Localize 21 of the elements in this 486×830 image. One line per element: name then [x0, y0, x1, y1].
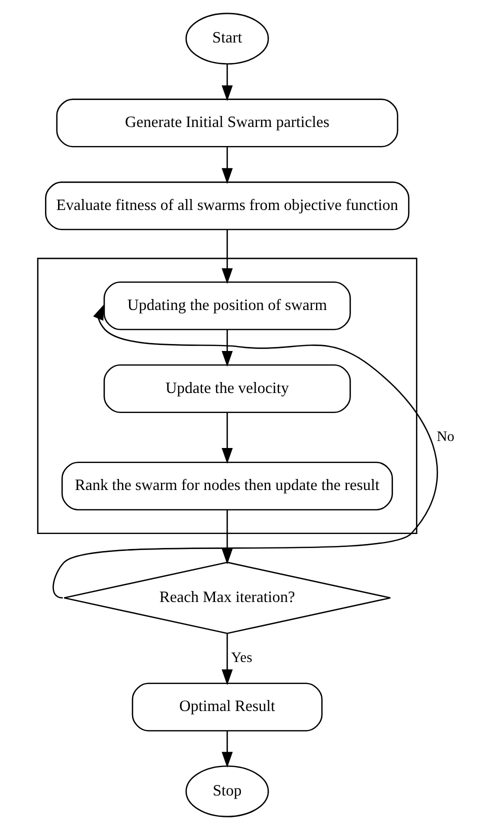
arrow	[222, 633, 233, 686]
node-box: Rank the swarm for nodes then update the result	[61, 462, 393, 510]
node-ellipse: Stop	[185, 765, 269, 818]
arrow	[222, 731, 233, 768]
node-diamond: Reach Max iteration?	[63, 562, 391, 634]
cluster	[37, 258, 418, 534]
arrow	[222, 64, 233, 102]
edge-label: No	[436, 429, 454, 446]
arrow	[222, 147, 233, 184]
node-box: Updating the position of swarm	[104, 281, 351, 330]
arrow	[222, 330, 233, 367]
node-box: Generate Initial Swarm particles	[56, 98, 398, 148]
arrow	[52, 304, 438, 598]
node-box: Evaluate fitness of all swarms from objective function	[45, 182, 410, 230]
node-box: Update the velocity	[104, 364, 351, 414]
arrow	[222, 412, 233, 464]
arrow	[222, 510, 233, 564]
arrow	[222, 230, 233, 284]
node-ellipse: Start	[185, 12, 269, 65]
edge-label: Yes	[231, 650, 252, 666]
node-box: Optimal Result	[132, 682, 323, 732]
